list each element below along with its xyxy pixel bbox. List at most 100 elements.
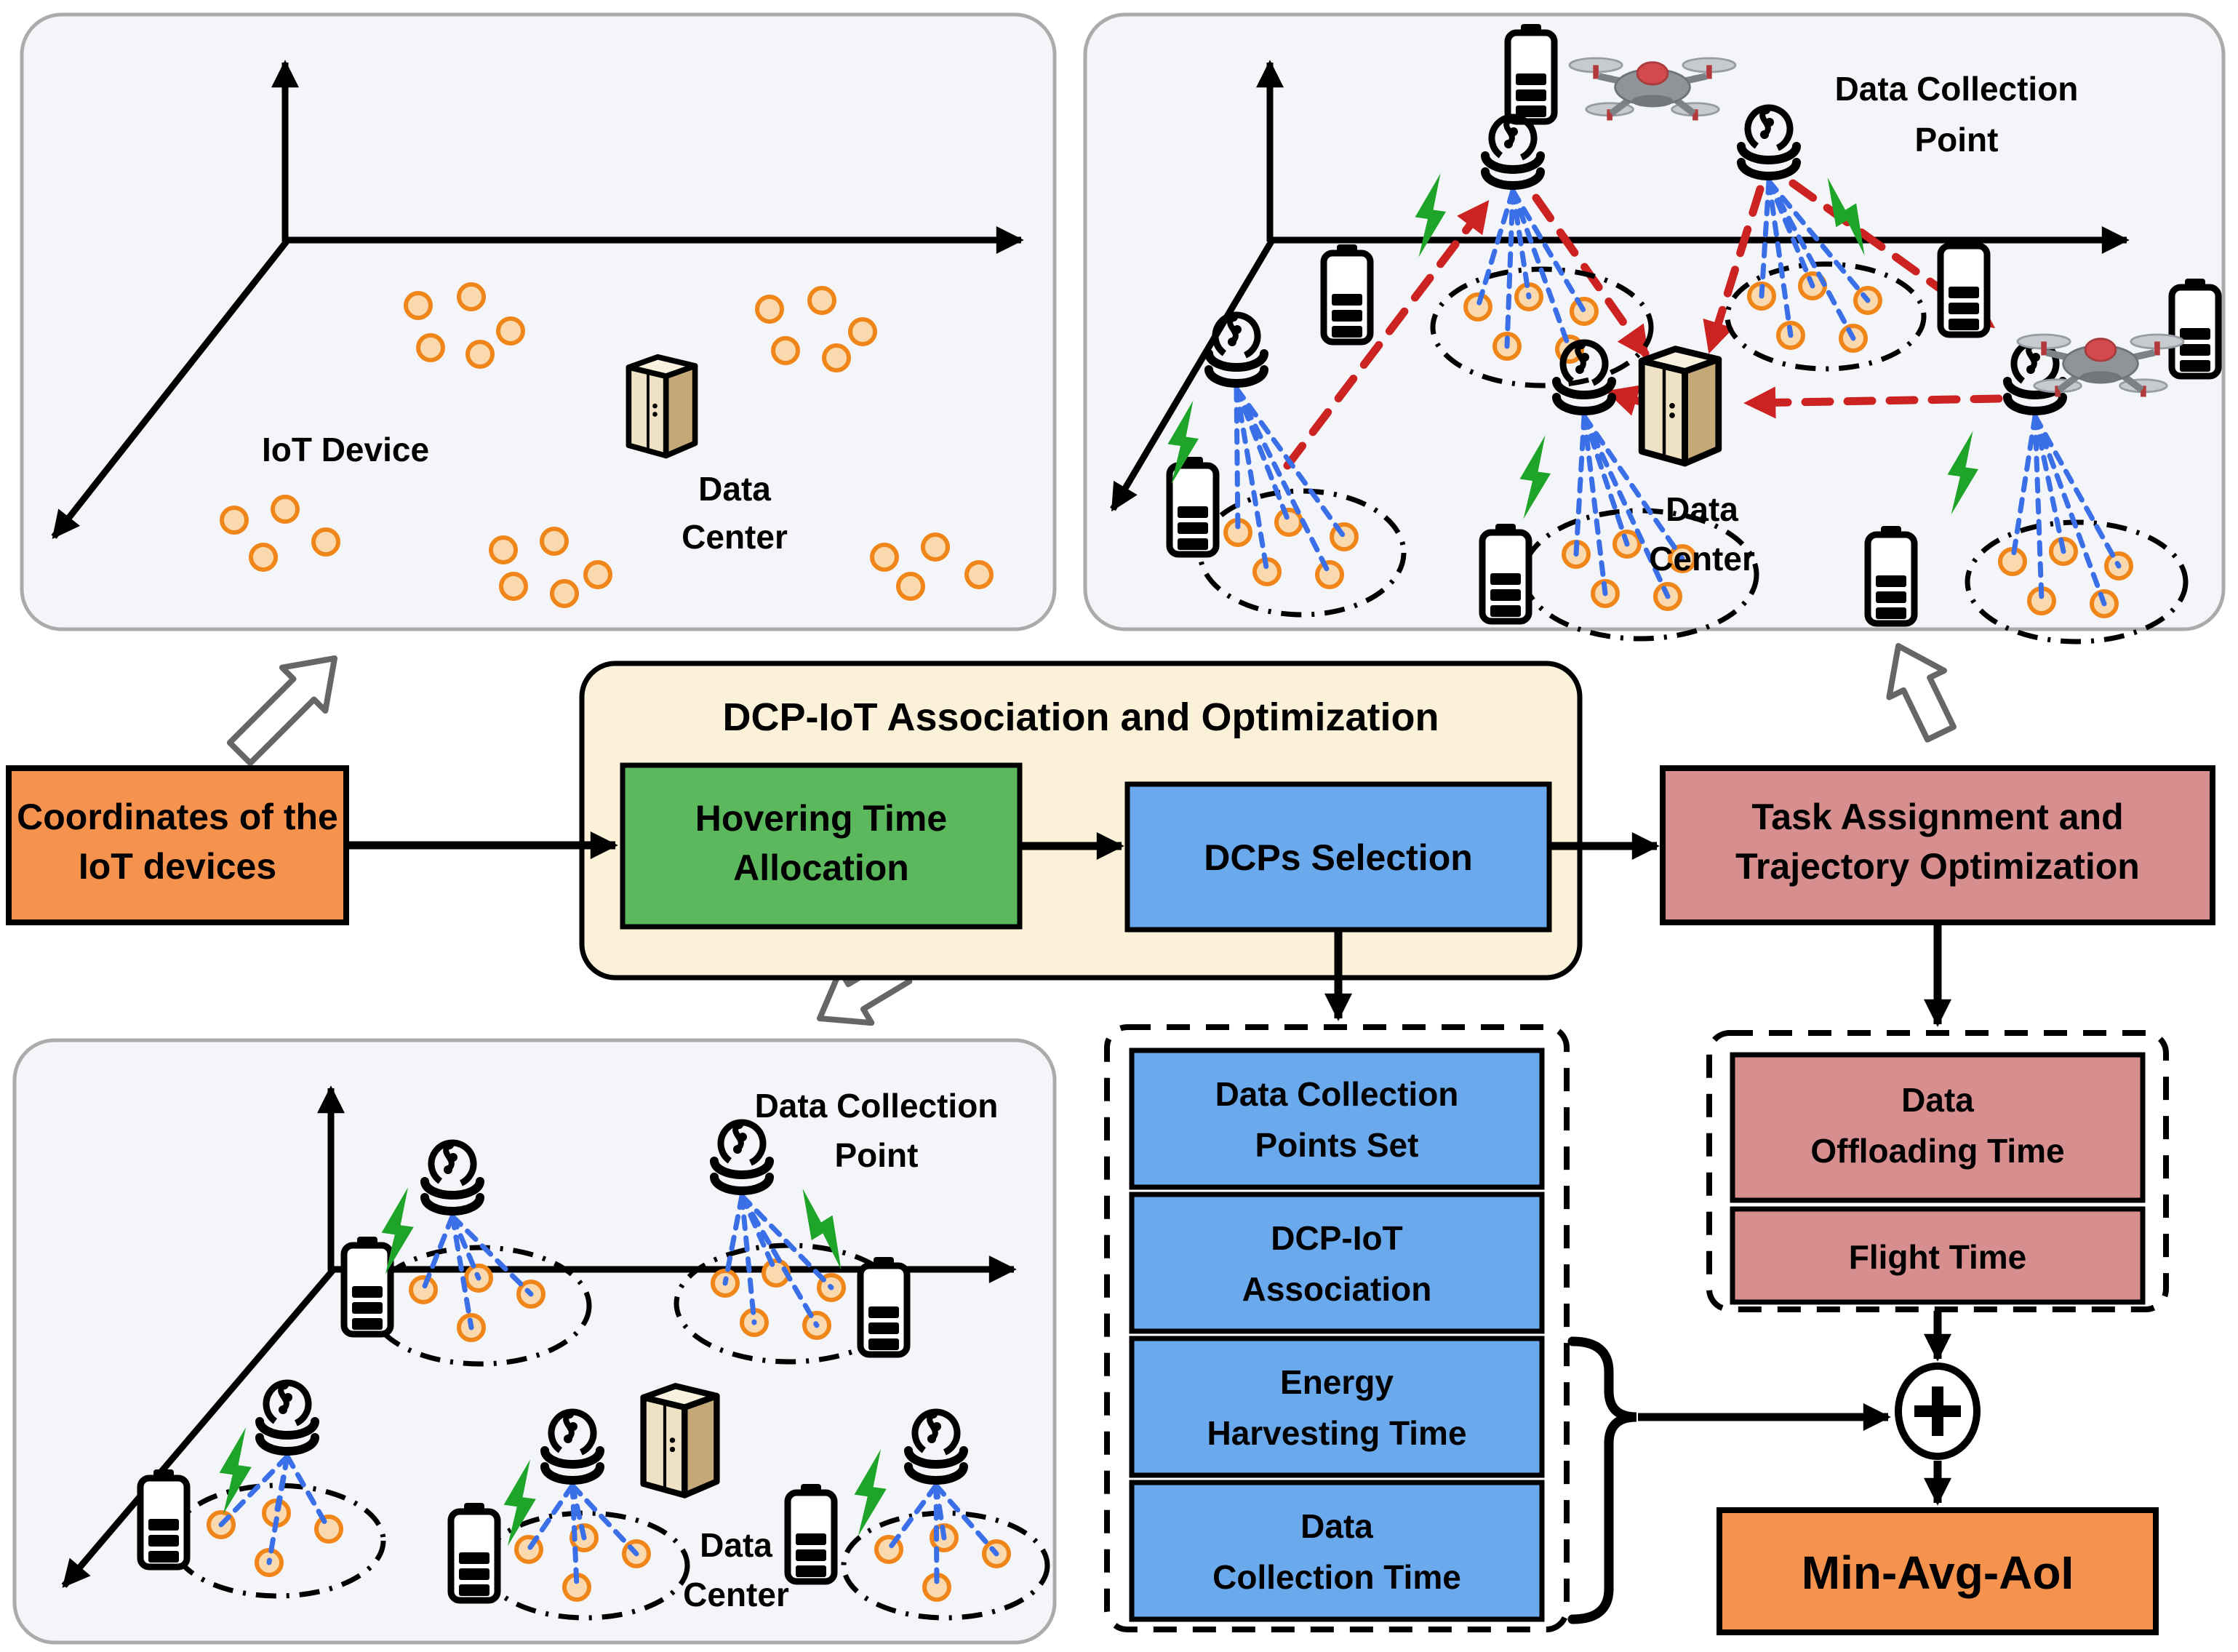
- battery-icon: [451, 1503, 497, 1600]
- task-assignment-box-label: Task Assignment and: [1751, 797, 2123, 837]
- dcps-selection-box: [1124, 781, 1552, 933]
- iot-device-icon: [773, 338, 798, 363]
- task-assignment-box: [1660, 765, 2215, 925]
- iot-device-icon: [810, 288, 834, 313]
- battery-icon: [1324, 244, 1370, 342]
- panel-background: [20, 12, 1057, 631]
- iot-device-icon: [491, 538, 516, 562]
- y-axis: [51, 239, 289, 539]
- iot-cluster-group: [841, 1483, 1050, 1621]
- data-center-label: Center: [1649, 540, 1755, 578]
- data-links: [886, 1483, 999, 1590]
- data-center-label: Center: [683, 1576, 789, 1613]
- iot-cluster-group: [1521, 413, 1759, 642]
- data-center-icon: [644, 1386, 717, 1495]
- data-center-icon: [1642, 349, 1719, 463]
- iot-cluster-group: [1725, 178, 1927, 372]
- association-container-title: DCP-IoT Association and Optimization: [722, 695, 1439, 739]
- panel-dcp-scene: Data Collection Point Data Center: [12, 1038, 1057, 1645]
- coordinates-box-label: IoT devices: [79, 846, 276, 887]
- data-center-label: Center: [682, 518, 788, 556]
- iot-device-icon: [850, 319, 875, 344]
- cluster-boundary: [481, 1510, 690, 1621]
- data-links: [526, 1483, 639, 1590]
- output-box-label: Data Collection: [1215, 1075, 1459, 1113]
- coordinates-box: [6, 765, 349, 925]
- data-links: [2010, 413, 2122, 607]
- battery-icon: [860, 1257, 907, 1354]
- iot-device-icon: [967, 562, 991, 587]
- iot-device-icon: [542, 529, 567, 554]
- data-links: [1573, 413, 1685, 599]
- data-offloading-time-box: [1730, 1052, 2146, 1203]
- cluster-boundary: [1197, 488, 1407, 618]
- iot-cluster-group: [481, 1483, 690, 1621]
- dcp-label: Point: [835, 1136, 919, 1174]
- data-center-icon: [628, 357, 695, 456]
- energy-harvesting-time-box: [1129, 1336, 1545, 1478]
- iot-device-icon: [872, 545, 897, 570]
- hovering-time-box-label: Allocation: [733, 847, 909, 888]
- cluster-boundary: [1725, 261, 1927, 372]
- link-arrow-to-uav-panel: [1886, 643, 1957, 743]
- output-box-label: Harvesting Time: [1207, 1414, 1466, 1452]
- panel-uav-scene: Data Collection Point Data Center: [1083, 12, 2226, 645]
- iot-device-icon: [411, 1277, 436, 1302]
- hovering-time-box: [620, 762, 1023, 930]
- flowchart: DCP-IoT Association and Optimization Coo…: [6, 661, 2215, 1635]
- output-box-label: Points Set: [1255, 1126, 1419, 1164]
- battery-icon: [788, 1484, 834, 1581]
- panel-initial-scene: IoT Device Data Center: [20, 12, 1057, 631]
- trajectory-arrow: [1283, 199, 1490, 470]
- battery-icon: [344, 1237, 391, 1334]
- trajectory-arrow: [1703, 185, 1765, 354]
- trajectory-arrow: [1789, 179, 1996, 329]
- battery-icon: [1508, 24, 1554, 121]
- iot-device-icon: [251, 545, 276, 570]
- battery-icon: [1868, 526, 1914, 623]
- iot-device-icon: [406, 293, 431, 318]
- dcps-selection-box-label: DCPs Selection: [1204, 837, 1473, 878]
- iot-cluster-group: [1197, 386, 1407, 618]
- data-links: [218, 1453, 332, 1565]
- iot-device-icon: [498, 319, 523, 343]
- y-axis: [1110, 239, 1274, 512]
- dcp-label: Data Collection: [755, 1087, 999, 1125]
- iot-device-icon: [501, 574, 526, 599]
- output-box-label: Collection Time: [1212, 1558, 1461, 1596]
- iot-device-icon: [316, 1517, 341, 1541]
- selection-outputs-container: [1104, 1024, 1570, 1632]
- axes-3d: [51, 60, 1024, 539]
- data-links: [420, 1213, 534, 1330]
- brace: [1567, 1336, 1637, 1624]
- coordinates-box-label: Coordinates of the: [17, 797, 338, 837]
- iot-device-icon: [313, 530, 338, 554]
- iot-device-icon: [222, 508, 247, 532]
- data-collection-points-set-box: [1129, 1048, 1545, 1190]
- task-outputs-container: [1706, 1030, 2169, 1312]
- iot-device-icon: [273, 497, 297, 522]
- output-box-label: Offloading Time: [1810, 1132, 2064, 1170]
- iot-device-icon: [586, 562, 610, 587]
- output-box-label: Flight Time: [1849, 1238, 2027, 1276]
- panel-background: [1083, 12, 2226, 631]
- dcp-label: Point: [1915, 121, 1999, 159]
- y-axis: [61, 1269, 335, 1588]
- battery-icon: [2172, 279, 2218, 376]
- output-box-label: Energy: [1280, 1363, 1394, 1401]
- data-center-label: Data: [700, 1526, 772, 1564]
- iot-device-icon: [898, 574, 923, 599]
- data-center-label: Data: [698, 470, 771, 508]
- hovering-time-box-label: Hovering Time: [695, 798, 947, 839]
- output-box-label: Data: [1901, 1081, 1974, 1119]
- battery-icon: [1941, 237, 1987, 335]
- link-arrow-to-initial-panel: [226, 655, 337, 767]
- dcp-label: Data Collection: [1835, 70, 2079, 108]
- iot-device-icon: [459, 284, 484, 309]
- data-center-label: Data: [1666, 490, 1738, 528]
- output-box-label: Association: [1242, 1270, 1432, 1308]
- iot-device-icon: [824, 346, 849, 370]
- iot-device-icon: [468, 342, 492, 367]
- trajectory-arrow: [1743, 386, 2003, 419]
